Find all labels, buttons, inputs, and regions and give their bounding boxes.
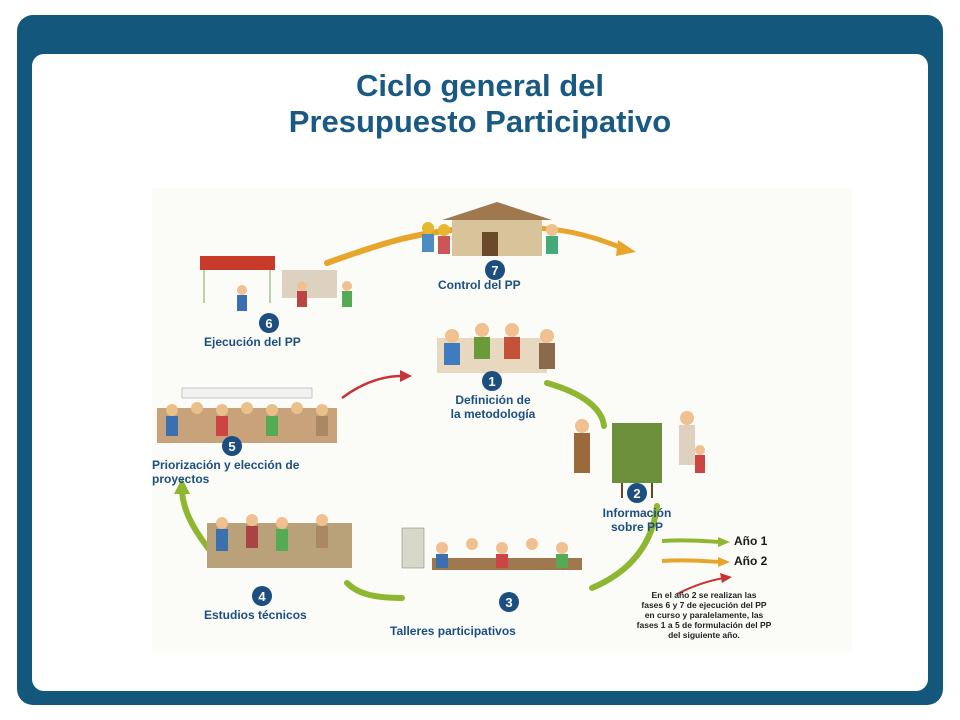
step-label-5-line-1: Priorización y elección de bbox=[152, 458, 300, 472]
illustration-estudios bbox=[207, 514, 352, 568]
legend-year1-line bbox=[661, 538, 723, 544]
title-line-2: Presupuesto Participativo bbox=[288, 104, 672, 139]
illustration-definicion bbox=[437, 323, 555, 373]
step-label-3: Talleres participativos bbox=[390, 624, 516, 638]
arrow-year1-3-to-4 bbox=[344, 580, 405, 601]
step-badge-7: 7 bbox=[485, 260, 505, 280]
step-badge-2: 2 bbox=[627, 483, 647, 503]
step-label-4: Estudios técnicos bbox=[204, 608, 307, 622]
step-badge-1: 1 bbox=[482, 371, 502, 391]
legend-next-cycle-head bbox=[720, 573, 732, 583]
step-number-7: 7 bbox=[491, 263, 498, 278]
note-line-2: fases 6 y 7 de ejecución del PP bbox=[641, 600, 767, 610]
cycle-diagram-svg: 7 6 1 5 2 4 3 bbox=[152, 188, 852, 653]
illustration-priorizacion bbox=[157, 387, 337, 443]
slide-title: Ciclo general del Presupuesto Participat… bbox=[32, 68, 928, 140]
illustration-ejecucion bbox=[200, 256, 352, 311]
step-label-5: Priorización y elección de proyectos bbox=[152, 458, 299, 486]
note-line-1: En el año 2 se realizan las bbox=[651, 590, 757, 600]
title-line-1: Ciclo general del bbox=[355, 68, 605, 103]
arrow-next-cycle-5-to-1 bbox=[341, 374, 403, 400]
step-badge-3: 3 bbox=[499, 592, 519, 612]
legend-year1-head bbox=[718, 537, 730, 547]
step-label-7: Control del PP bbox=[438, 278, 521, 292]
step-number-5: 5 bbox=[228, 439, 235, 454]
legend-year2-head bbox=[718, 557, 730, 567]
step-label-2-line-2: sobre PP bbox=[610, 520, 664, 534]
step-badge-5: 5 bbox=[222, 436, 242, 456]
step-number-6: 6 bbox=[265, 316, 272, 331]
step-number-2: 2 bbox=[633, 486, 640, 501]
arrow-year1-head bbox=[174, 478, 190, 494]
step-number-4: 4 bbox=[258, 589, 266, 604]
step-number-3: 3 bbox=[505, 595, 512, 610]
illustration-control bbox=[422, 202, 558, 256]
legend-note: En el año 2 se realizan las fases 6 y 7 … bbox=[620, 590, 788, 640]
note-line-4: fases 1 a 5 de formulación del PP bbox=[636, 620, 772, 630]
step-label-5-line-2: proyectos bbox=[152, 472, 210, 486]
step-label-2-line-1: Información bbox=[602, 506, 672, 520]
arrow-next-cycle-head bbox=[400, 370, 412, 382]
step-label-1-line-2: la metodología bbox=[450, 407, 536, 421]
step-label-6: Ejecución del PP bbox=[204, 335, 301, 349]
step-label-2: Información sobre PP bbox=[582, 506, 692, 534]
step-label-1: Definición de la metodología bbox=[428, 393, 558, 421]
step-badge-6: 6 bbox=[259, 313, 279, 333]
step-label-1-line-1: Definición de bbox=[455, 393, 531, 407]
legend-next-cycle-line bbox=[676, 577, 725, 595]
arrow-year1-2-to-3 bbox=[589, 503, 660, 591]
legend-year1-label: Año 1 bbox=[734, 534, 768, 548]
step-number-1: 1 bbox=[488, 374, 495, 389]
legend-year2-line bbox=[661, 558, 723, 564]
arrow-year2-head-2 bbox=[616, 240, 636, 256]
step-badge-4: 4 bbox=[252, 586, 272, 606]
illustration-talleres bbox=[401, 527, 582, 570]
note-line-3: en curso y paralelamente, las bbox=[644, 610, 764, 620]
cycle-diagram: 7 6 1 5 2 4 3 bbox=[152, 188, 852, 653]
note-line-5: del siguiente año. bbox=[668, 630, 740, 640]
arrow-year1-1-to-2 bbox=[544, 380, 607, 429]
legend-year2-label: Año 2 bbox=[734, 554, 768, 568]
illustration-informacion bbox=[574, 411, 705, 498]
